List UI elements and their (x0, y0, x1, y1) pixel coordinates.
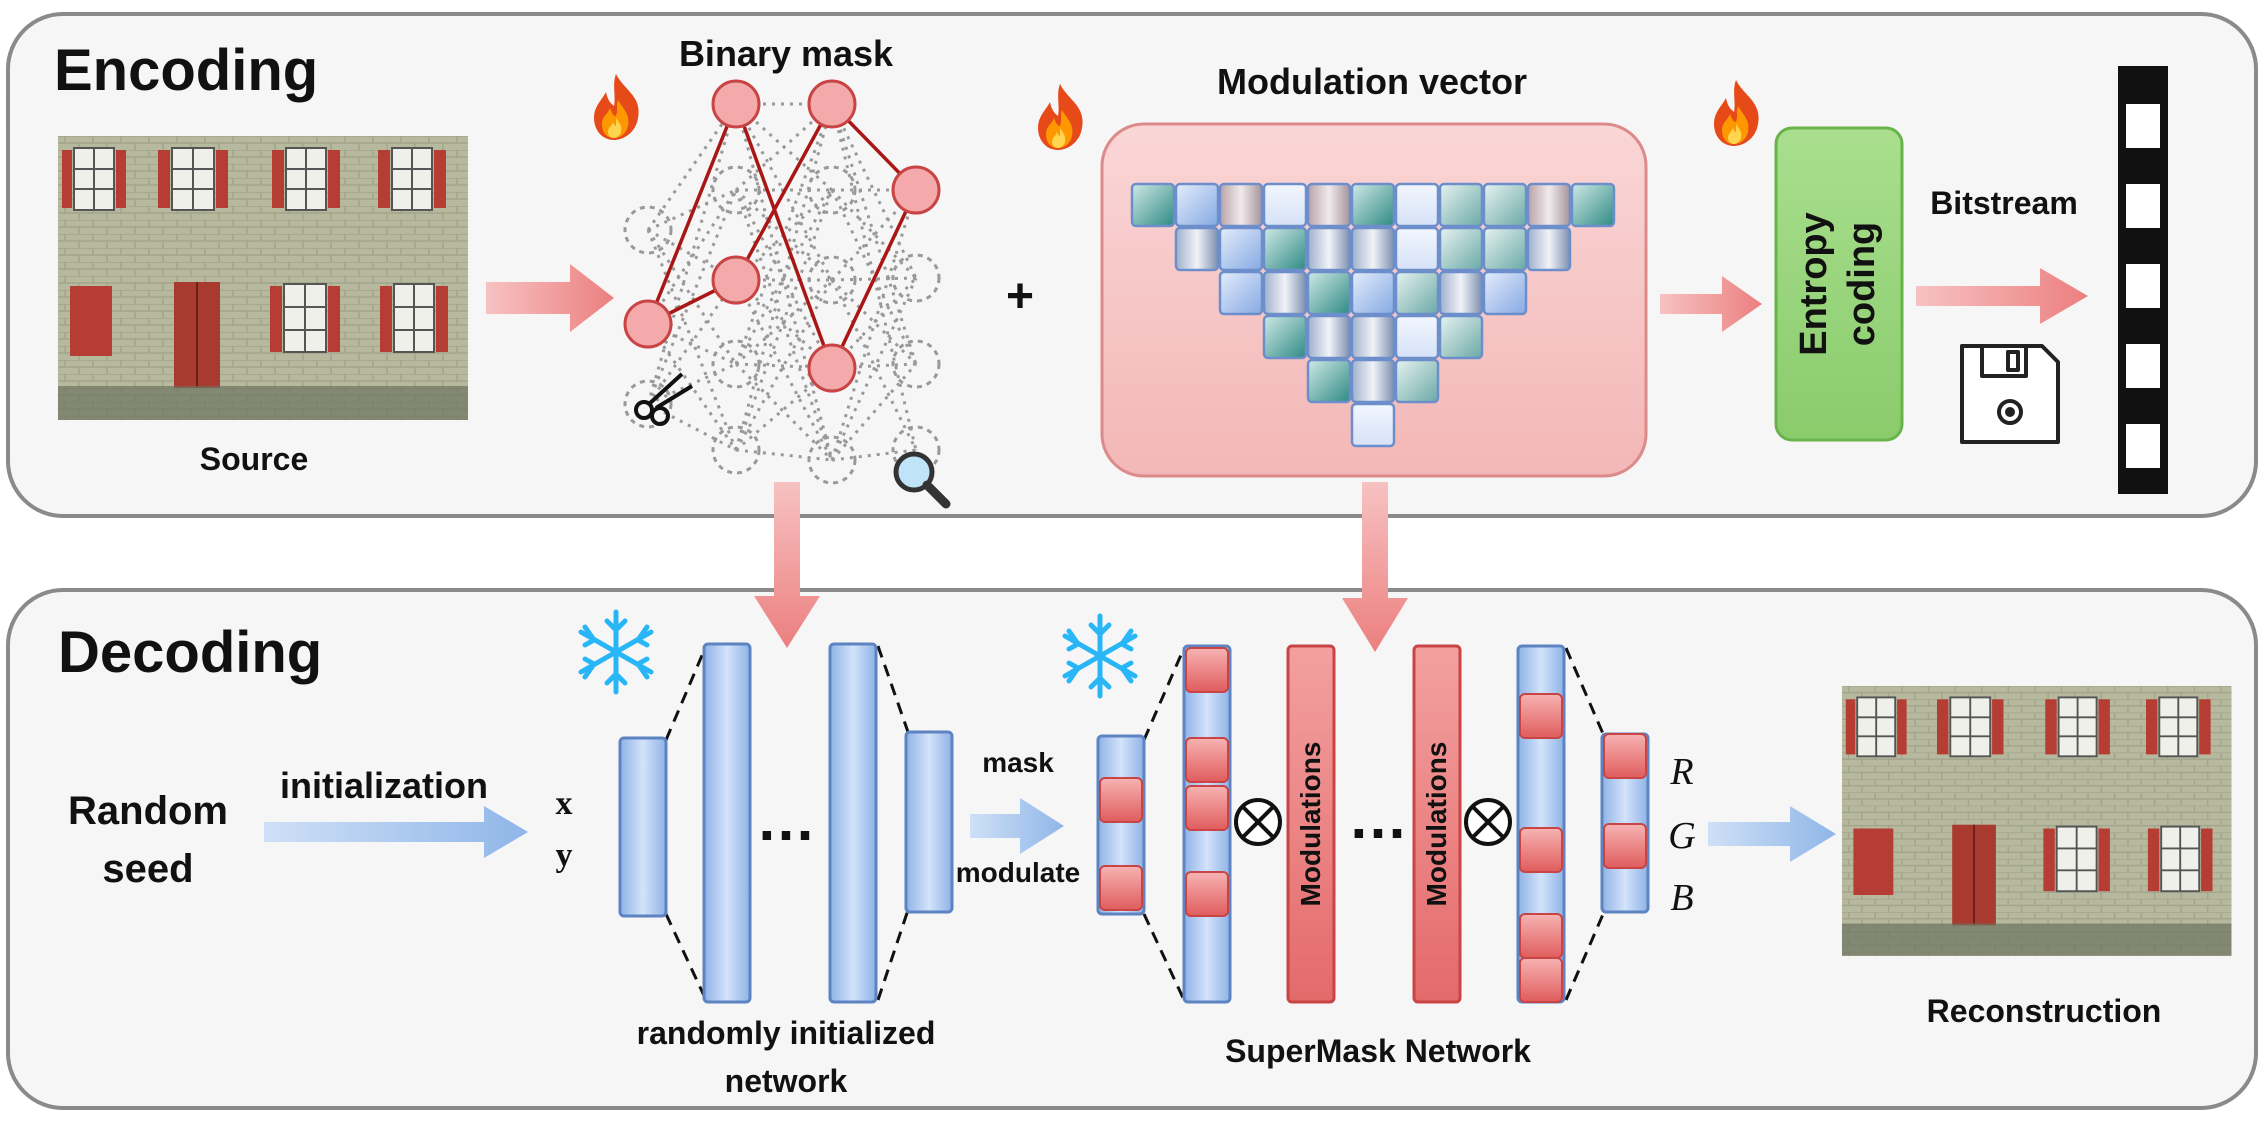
modulation-cell (1394, 182, 1440, 228)
initialization-label: initialization (280, 765, 488, 806)
modulation-cell (1218, 270, 1264, 316)
entropy-line1: Entropy (1793, 212, 1835, 356)
modulation-cell (1394, 358, 1440, 404)
modulation-cell (1394, 270, 1440, 316)
modulation-cell (1438, 182, 1484, 228)
tensor-product-icon (1234, 798, 1282, 846)
tensor-product-icon (1464, 798, 1512, 846)
modulation-cell (1306, 226, 1352, 272)
active-node (711, 79, 761, 129)
modulation-cell (1306, 270, 1352, 316)
modulation-cell (1482, 182, 1528, 228)
ellipsis-random: … (756, 786, 816, 853)
active-node (623, 299, 673, 349)
active-node (711, 255, 761, 305)
modulation-cell (1482, 270, 1528, 316)
modulation-cell (1526, 182, 1572, 228)
modulation-cell (1262, 182, 1308, 228)
active-node (807, 79, 857, 129)
entropy-coding-box (1774, 126, 1904, 442)
active-node (807, 343, 857, 393)
floppy-disk-icon (1960, 344, 2060, 444)
film-strip-icon (2118, 66, 2168, 494)
modulation-cell (1130, 182, 1176, 228)
modulation-cell (1350, 270, 1396, 316)
modulation-cell (1306, 182, 1352, 228)
modulations-label-2: Modulations (1421, 742, 1452, 907)
modulation-cell (1438, 314, 1484, 360)
arrow-modulation-down (1342, 482, 1408, 652)
source-label: Source (200, 441, 308, 477)
arrow-mask-modulate (970, 798, 1064, 854)
modulation-cell (1262, 314, 1308, 360)
modulation-cell (1394, 226, 1440, 272)
decoding-title: Decoding (58, 620, 322, 685)
source-image (57, 135, 469, 421)
input-y: y (556, 837, 573, 874)
arrow-to-reconstruction (1708, 806, 1836, 862)
modulation-cell (1262, 226, 1308, 272)
modulation-cell (1394, 314, 1440, 360)
modulation-cell (1306, 314, 1352, 360)
supermask-label: SuperMask Network (1225, 1033, 1531, 1069)
random-net-line1: randomly initialized (637, 1015, 936, 1051)
modulation-cell (1218, 182, 1264, 228)
supermask-network: Modulations Modulations (1096, 644, 1650, 1004)
arrow-to-bitstream (1916, 268, 2088, 324)
random-network (618, 642, 954, 1004)
reconstruction-label: Reconstruction (1927, 993, 2162, 1029)
modulation-cell (1526, 226, 1572, 272)
modulation-cell (1174, 226, 1220, 272)
random-seed-line2: seed (102, 847, 193, 891)
modulation-cell (1174, 182, 1220, 228)
bitstream-label: Bitstream (1930, 185, 2078, 221)
modulation-cell (1438, 270, 1484, 316)
output-g: G (1668, 815, 1695, 857)
modulate-label: modulate (956, 857, 1080, 888)
modulation-vector-label: Modulation vector (1217, 61, 1527, 102)
arrow-to-entropy (1660, 276, 1762, 332)
modulation-cell (1262, 270, 1308, 316)
modulation-cell (1350, 358, 1396, 404)
modulation-cell (1350, 402, 1396, 448)
modulation-cell (1350, 314, 1396, 360)
modulation-cell (1218, 226, 1264, 272)
arrow-mask-down (754, 482, 820, 648)
output-b: B (1670, 877, 1693, 919)
modulation-cell (1482, 226, 1528, 272)
magnifier-icon (893, 451, 951, 509)
arrow-initialization (264, 806, 528, 858)
entropy-line2: coding (1841, 222, 1883, 347)
random-net-line2: network (725, 1063, 848, 1099)
binary-mask-network (594, 74, 951, 509)
modulation-cell (1350, 226, 1396, 272)
modulation-cell (1350, 182, 1396, 228)
modulation-cell (1570, 182, 1616, 228)
ellipsis-supermask: … (1348, 784, 1408, 851)
random-seed-line1: Random (68, 789, 228, 833)
plus-sign: + (1006, 270, 1034, 323)
binary-mask-label: Binary mask (679, 33, 894, 74)
modulation-cell (1306, 358, 1352, 404)
mask-label: mask (982, 747, 1054, 778)
encoding-title: Encoding (54, 38, 318, 103)
input-x: x (556, 785, 573, 822)
modulation-vector-grid (1130, 182, 1616, 448)
output-r: R (1669, 751, 1693, 793)
scissors-icon (634, 372, 694, 426)
active-node (891, 165, 941, 215)
reconstruction-image (1841, 685, 2233, 957)
modulations-label-1: Modulations (1295, 742, 1326, 907)
modulation-cell (1438, 226, 1484, 272)
arrow-source-to-mask (486, 264, 614, 332)
